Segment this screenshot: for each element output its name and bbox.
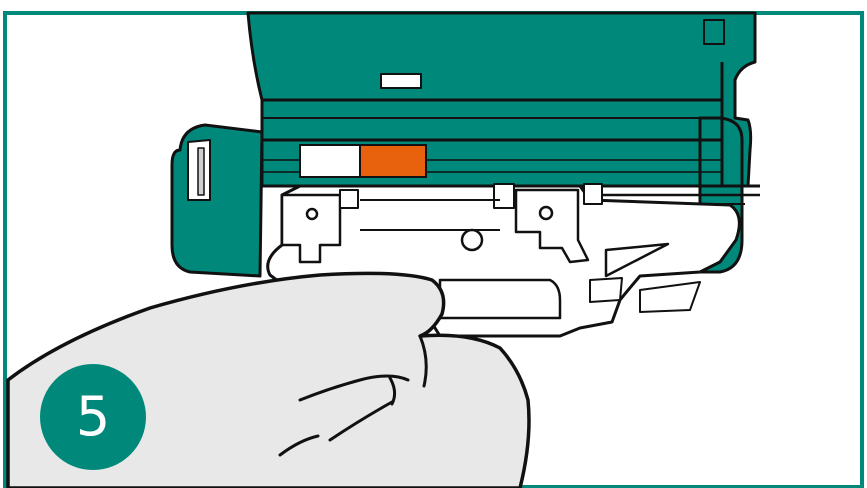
white-label — [300, 145, 360, 177]
step-number-badge: 5 — [40, 364, 146, 470]
step-number: 5 — [76, 390, 110, 444]
orange-label — [360, 145, 426, 177]
